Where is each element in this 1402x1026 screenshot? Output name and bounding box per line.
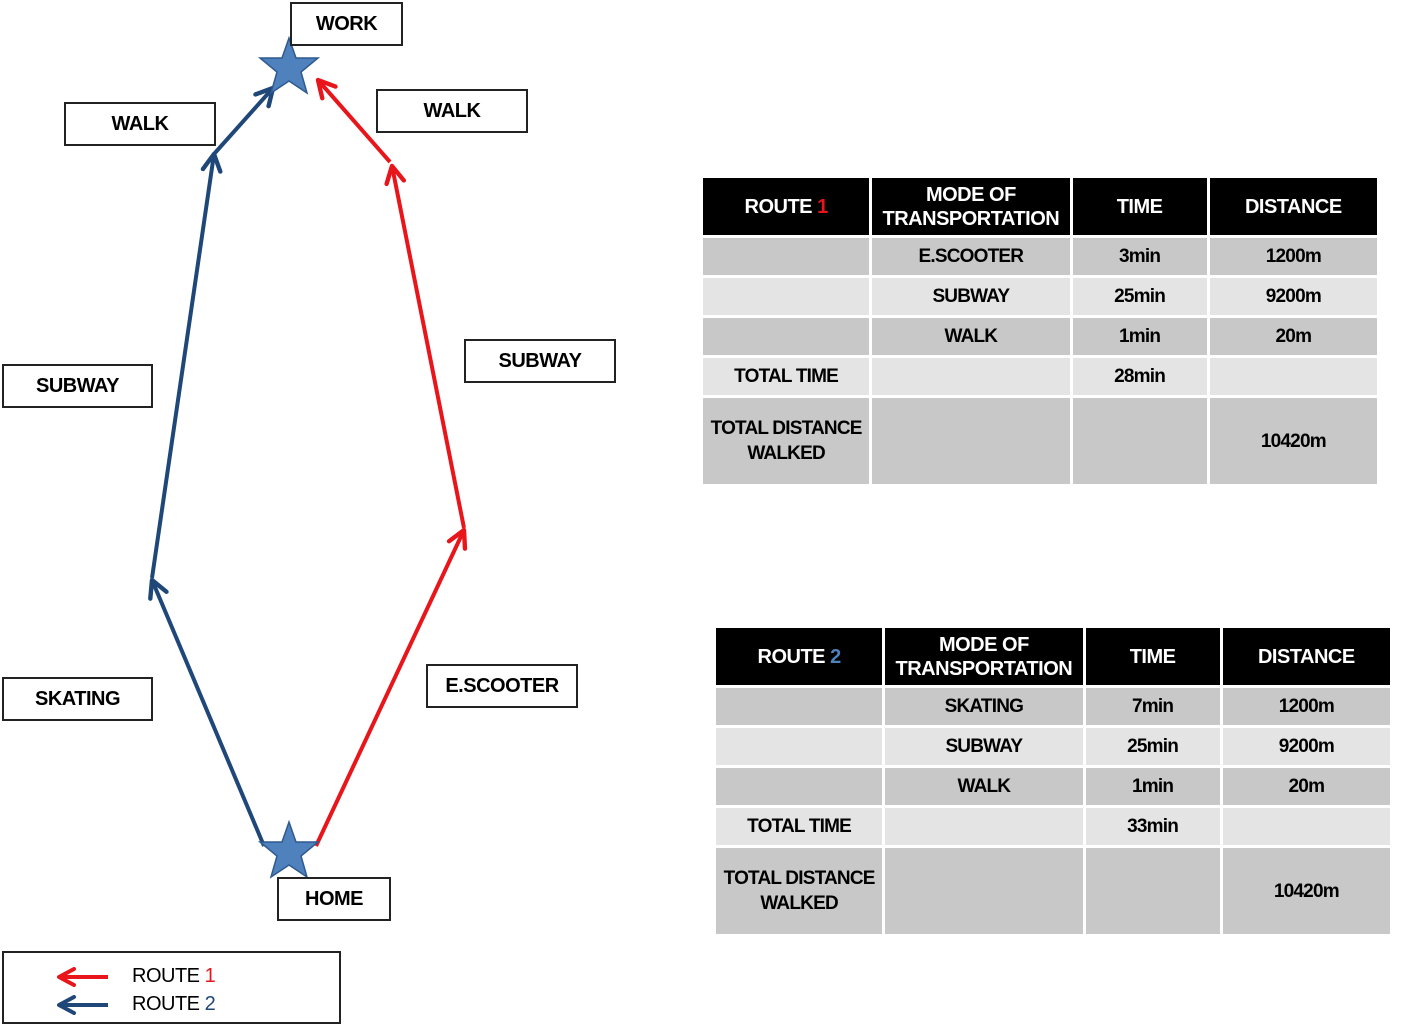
row-label: TOTAL TIME — [703, 358, 870, 395]
home-star-icon — [257, 819, 321, 879]
table-row: SUBWAY 25min 9200m — [703, 278, 1377, 315]
route1-escooter-label: E.SCOOTER — [426, 664, 578, 708]
route1-header-cell: ROUTE 1 — [703, 178, 870, 235]
table-row: E.SCOOTER 3min 1200m — [703, 238, 1377, 275]
route2-subway-label: SUBWAY — [2, 364, 153, 408]
mode-cell: WALK — [872, 318, 1070, 355]
time-cell — [1085, 848, 1220, 934]
route-diagram — [148, 35, 468, 879]
row-label — [703, 318, 870, 355]
time-cell: 33min — [1085, 808, 1220, 845]
distance-cell: 10420m — [1222, 848, 1390, 934]
distance-cell: 9200m — [1222, 728, 1390, 765]
route2-skating-segment — [148, 577, 266, 847]
distance-header-cell: DISTANCE — [1222, 628, 1390, 685]
time-cell: 25min — [1072, 278, 1207, 315]
time-cell: 1min — [1085, 768, 1220, 805]
distance-cell: 10420m — [1209, 398, 1377, 484]
table-row: SUBWAY 25min 9200m — [716, 728, 1390, 765]
mode-cell — [872, 398, 1070, 484]
work-star-icon — [257, 35, 321, 95]
distance-cell: 20m — [1209, 318, 1377, 355]
time-cell: 28min — [1072, 358, 1207, 395]
row-label — [703, 278, 870, 315]
route2-table: ROUTE 2 MODE OF TRANSPORTATION TIME DIST… — [713, 625, 1393, 937]
time-header-cell: TIME — [1085, 628, 1220, 685]
time-cell — [1072, 398, 1207, 484]
distance-cell: 1200m — [1209, 238, 1377, 275]
route2-walk-segment — [212, 85, 276, 156]
route1-subway-label: SUBWAY — [464, 339, 616, 383]
legend-route1-label: ROUTE 1 — [132, 965, 216, 987]
distance-cell: 1200m — [1222, 688, 1390, 725]
row-label — [716, 688, 883, 725]
table-row: WALK 1min 20m — [716, 768, 1390, 805]
route1-walk-label: WALK — [376, 89, 528, 133]
distance-cell: 20m — [1222, 768, 1390, 805]
distance-header-cell: DISTANCE — [1209, 178, 1377, 235]
mode-cell — [885, 848, 1083, 934]
table-header: ROUTE 2 MODE OF TRANSPORTATION TIME DIST… — [716, 628, 1390, 685]
route1-subway-segment — [384, 163, 466, 529]
time-cell: 3min — [1072, 238, 1207, 275]
row-label: TOTAL TIME — [716, 808, 883, 845]
time-cell: 1min — [1072, 318, 1207, 355]
mode-header-cell: MODE OF TRANSPORTATION — [872, 178, 1070, 235]
row-label — [716, 768, 883, 805]
home-node-label: HOME — [277, 877, 391, 921]
table-row: TOTAL TIME 28min — [703, 358, 1377, 395]
row-label — [716, 728, 883, 765]
mode-cell — [885, 808, 1083, 845]
row-label — [703, 238, 870, 275]
mode-cell: E.SCOOTER — [872, 238, 1070, 275]
legend-route2-label: ROUTE 2 — [132, 993, 216, 1015]
legend: ROUTE 1 ROUTE 2 — [2, 951, 341, 1024]
work-node-label: WORK — [290, 2, 403, 46]
legend-route1-arrow-icon — [57, 967, 108, 987]
distance-cell — [1209, 358, 1377, 395]
route2-header-cell: ROUTE 2 — [716, 628, 883, 685]
table-row: TOTAL TIME 33min — [716, 808, 1390, 845]
route2-walk-label: WALK — [64, 102, 216, 146]
route2-subway-segment — [150, 151, 223, 579]
mode-cell: SKATING — [885, 688, 1083, 725]
time-header-cell: TIME — [1072, 178, 1207, 235]
route1-walk-segment — [315, 77, 392, 164]
table-header: ROUTE 1 MODE OF TRANSPORTATION TIME DIST… — [703, 178, 1377, 235]
legend-route2-arrow-icon — [57, 995, 108, 1015]
route2-skating-label: SKATING — [2, 677, 153, 721]
mode-cell: SUBWAY — [885, 728, 1083, 765]
route1-table: ROUTE 1 MODE OF TRANSPORTATION TIME DIST… — [700, 175, 1380, 487]
route1-escooter-segment — [314, 527, 468, 847]
row-label: TOTAL DISTANCE WALKED — [703, 398, 870, 484]
time-cell: 7min — [1085, 688, 1220, 725]
row-label: TOTAL DISTANCE WALKED — [716, 848, 883, 934]
mode-cell — [872, 358, 1070, 395]
mode-cell: SUBWAY — [872, 278, 1070, 315]
mode-header-cell: MODE OF TRANSPORTATION — [885, 628, 1083, 685]
distance-cell — [1222, 808, 1390, 845]
distance-cell: 9200m — [1209, 278, 1377, 315]
table-row: TOTAL DISTANCE WALKED 10420m — [703, 398, 1377, 484]
time-cell: 25min — [1085, 728, 1220, 765]
table-row: SKATING 7min 1200m — [716, 688, 1390, 725]
mode-cell: WALK — [885, 768, 1083, 805]
table-row: TOTAL DISTANCE WALKED 10420m — [716, 848, 1390, 934]
table-row: WALK 1min 20m — [703, 318, 1377, 355]
